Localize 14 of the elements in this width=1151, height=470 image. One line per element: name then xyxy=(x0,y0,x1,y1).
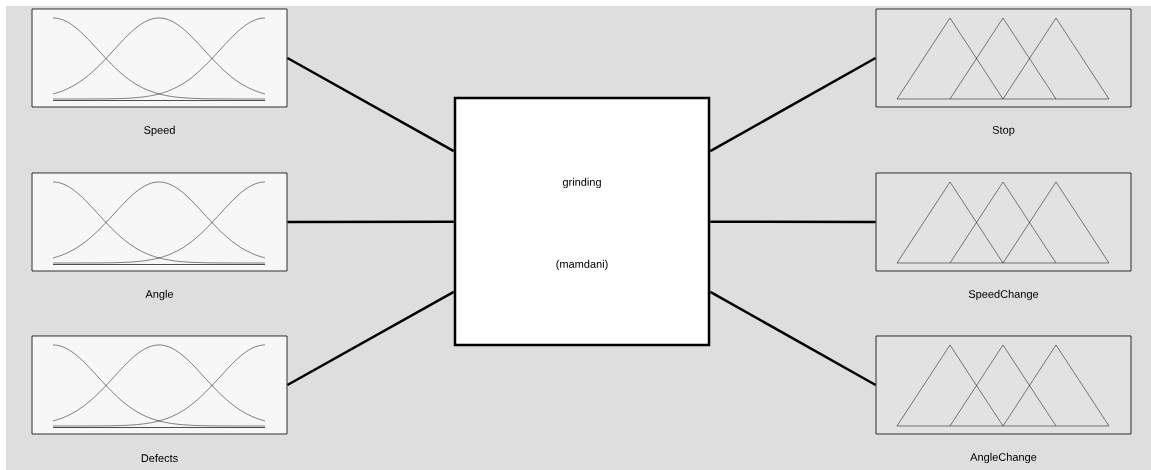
variable-label: Defects xyxy=(141,453,178,463)
connector-line xyxy=(287,220,454,224)
connector-line xyxy=(286,290,455,387)
variable-label: Stop xyxy=(992,126,1015,136)
variable-label: SpeedChange xyxy=(968,289,1039,301)
variable-label: AngleChange xyxy=(970,452,1037,464)
connector-line xyxy=(286,56,455,153)
connector-line xyxy=(710,220,876,224)
variable-label: Angle xyxy=(145,289,174,301)
variable-label: Speed xyxy=(144,125,175,137)
connector-line xyxy=(709,56,877,153)
box-label: (mamdani) xyxy=(556,259,608,271)
box-label: grinding xyxy=(562,177,601,189)
connector-line xyxy=(709,290,877,387)
